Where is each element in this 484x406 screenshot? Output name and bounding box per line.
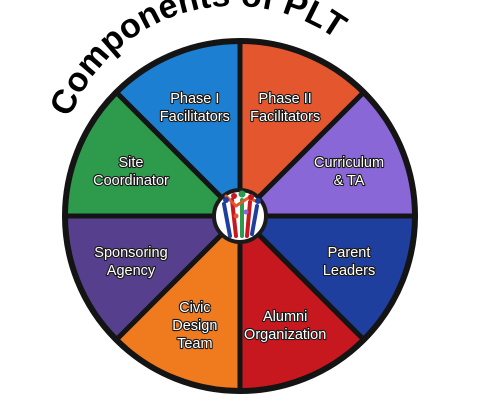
components-wheel xyxy=(62,38,418,394)
segment-label-line: Alumni xyxy=(263,309,307,325)
segment-label-line: Phase I xyxy=(170,91,219,107)
segment-label-line: Design xyxy=(172,318,217,334)
segment-label-line: Facilitators xyxy=(160,109,230,125)
segment-label-line: Curriculum xyxy=(314,155,384,171)
segment-label-line: Phase II xyxy=(259,91,312,107)
segment-label-line: Coordinator xyxy=(93,173,169,189)
center-hub xyxy=(212,188,268,244)
segment-label: Curriculum & TA xyxy=(314,155,384,189)
segment-label-line: Organization xyxy=(244,327,326,343)
segment-label-line: Leaders xyxy=(323,263,375,279)
segment-label-line: Site xyxy=(118,155,143,171)
segment-label-line: Parent xyxy=(328,245,371,261)
segment-label: Phase I Facilitators xyxy=(160,91,230,125)
segment-label-line: & TA xyxy=(334,173,365,189)
segment-label: Phase II Facilitators xyxy=(250,91,320,125)
segment-label-line: Facilitators xyxy=(250,109,320,125)
segment-label-line: Civic xyxy=(179,300,210,316)
wheel-rim xyxy=(62,38,418,394)
family-figures-logo-icon xyxy=(222,190,261,238)
segment-label-line: Team xyxy=(177,336,212,352)
segment-label-line: Agency xyxy=(107,263,156,279)
segment-label-line: Sponsoring xyxy=(94,245,167,261)
